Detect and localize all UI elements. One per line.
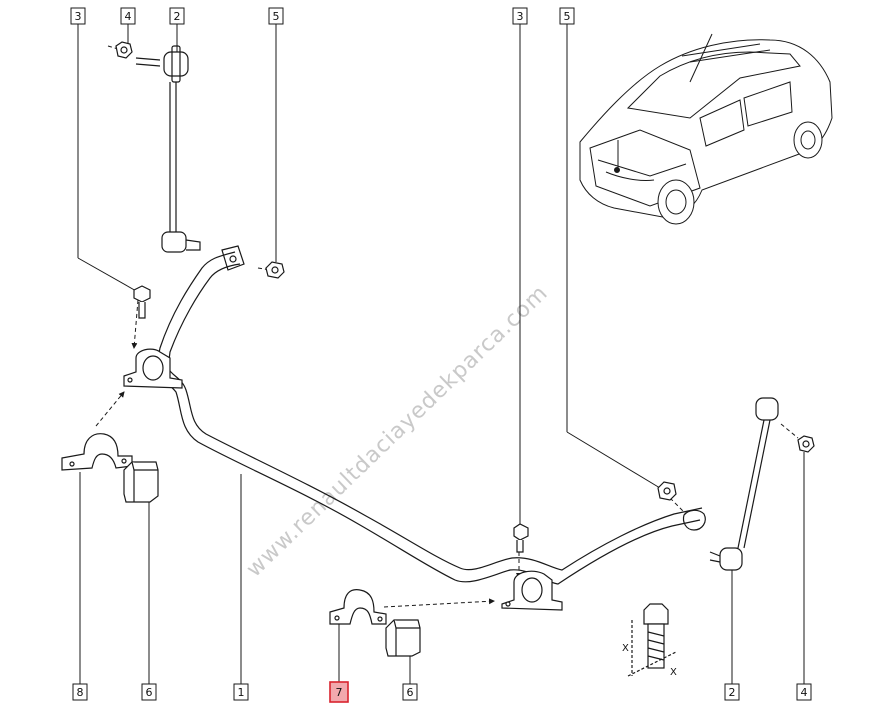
callout-3: 3	[70, 7, 86, 25]
callout-box	[796, 683, 812, 701]
callout-box	[70, 7, 86, 25]
callout-number: 3	[75, 10, 82, 23]
callout-5: 5	[559, 7, 575, 25]
right-link-rod	[709, 397, 779, 571]
callout-4: 4	[796, 683, 812, 701]
callout-2: 2	[724, 683, 740, 701]
callout-number: 5	[273, 10, 280, 23]
callout-6: 6	[141, 683, 157, 701]
callout-box	[72, 683, 88, 701]
bushing-right	[385, 619, 421, 657]
callout-box	[512, 7, 528, 25]
callout-6: 6	[402, 683, 418, 701]
left-flange-nut	[265, 261, 285, 279]
callout-1: 1	[233, 683, 249, 701]
callout-box	[329, 681, 349, 703]
callout-box	[268, 7, 284, 25]
callout-number: 3	[517, 10, 524, 23]
callout-number: 1	[238, 686, 245, 699]
callout-box	[402, 683, 418, 701]
callout-number: 5	[564, 10, 571, 23]
callout-number: 7	[336, 686, 343, 699]
callout-3: 3	[512, 7, 528, 25]
callout-number: 2	[729, 686, 736, 699]
callout-box	[724, 683, 740, 701]
callout-7: 7	[329, 681, 349, 703]
callout-labels: 3 4 2 5 3 5 8 6 1 7 6 2 4	[70, 7, 812, 703]
torque-bolt-detail	[627, 603, 677, 677]
callout-number: 4	[125, 10, 132, 23]
callout-2: 2	[169, 7, 185, 25]
callout-box	[233, 683, 249, 701]
callout-8: 8	[72, 683, 88, 701]
watermark-text: www.renaultdaciayedekparca.com	[242, 280, 553, 582]
callout-box	[559, 7, 575, 25]
vehicle-illustration	[579, 33, 833, 225]
clamp-right	[329, 589, 387, 625]
callout-number: 2	[174, 10, 181, 23]
callout-5: 5	[268, 7, 284, 25]
callout-number: 4	[801, 686, 808, 699]
left-mounted-bushing	[123, 348, 183, 389]
callout-box	[120, 7, 136, 25]
callout-4: 4	[120, 7, 136, 25]
dimension-label: X	[670, 667, 677, 678]
callout-number: 6	[407, 686, 414, 699]
callout-box	[169, 7, 185, 25]
right-bolt	[513, 523, 529, 553]
dimension-label: X	[622, 643, 629, 654]
left-bolt	[133, 285, 151, 319]
clamp-left	[61, 433, 133, 471]
bushing-left	[123, 461, 159, 503]
left-link-rod	[135, 45, 201, 253]
callout-number: 8	[77, 686, 84, 699]
right-nut	[797, 435, 815, 453]
top-nut	[115, 41, 133, 59]
callout-number: 6	[146, 686, 153, 699]
leader-lines	[77, 24, 805, 684]
callout-box	[141, 683, 157, 701]
right-flange-nut	[657, 481, 677, 501]
right-mounted-bushing	[501, 570, 563, 611]
